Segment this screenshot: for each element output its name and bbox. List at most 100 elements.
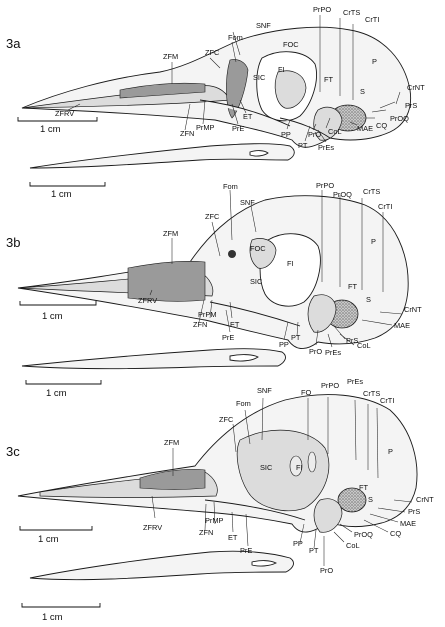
panel-3a: 3a bbox=[6, 5, 425, 200]
panel-label-3b: 3b bbox=[6, 235, 20, 250]
scale-label-skull-3a: 1 cm bbox=[40, 124, 61, 135]
label-3a-ZFN: ZFN bbox=[180, 129, 194, 138]
panel-label-3a: 3a bbox=[6, 36, 21, 51]
label-3a-FT: FT bbox=[324, 75, 334, 84]
panel-label-3c: 3c bbox=[6, 444, 20, 459]
scale-bar-skull-3c: 1 cm bbox=[19, 526, 93, 545]
label-3c-CrTS: CrTS bbox=[363, 389, 380, 398]
label-3a-ZFRV: ZFRV bbox=[55, 109, 74, 118]
label-3c-PrE: PrE bbox=[240, 546, 252, 555]
label-3c-SIC: SIC bbox=[260, 463, 273, 472]
label-3a-MAE: MAE bbox=[357, 124, 373, 133]
skull-drawing-3a bbox=[21, 26, 412, 148]
label-3b-S: S bbox=[366, 295, 371, 304]
label-3a-Fom: Fom bbox=[228, 33, 243, 42]
label-3b-PrS: PrS bbox=[346, 336, 358, 345]
mandible-drawing-3a bbox=[29, 143, 295, 169]
label-3b-SIC: SIC bbox=[250, 277, 263, 286]
label-3b-PP: PP bbox=[279, 340, 289, 349]
mandible-drawing-3c bbox=[29, 550, 294, 581]
label-3b-CrTS: CrTS bbox=[363, 187, 380, 196]
label-3a-CQ: CQ bbox=[376, 121, 387, 130]
label-3b-SNF: SNF bbox=[240, 198, 255, 207]
leader-lines-3c bbox=[151, 397, 413, 566]
label-3a-PP: PP bbox=[281, 130, 291, 139]
label-3b-PrO: PrO bbox=[309, 347, 322, 356]
label-3b-ET: ET bbox=[230, 320, 240, 329]
label-3c-MAE: MAE bbox=[400, 519, 416, 528]
label-3c-ZFC: ZFC bbox=[219, 415, 234, 424]
label-3a-CrTS: CrTS bbox=[343, 8, 360, 17]
mandible-drawing-3b bbox=[21, 348, 286, 370]
label-3b-MAE: MAE bbox=[394, 321, 410, 330]
label-3b-Fom: Fom bbox=[223, 182, 238, 191]
scale-label-mandible-3b: 1 cm bbox=[46, 388, 67, 399]
label-3a-ZFC: ZFC bbox=[205, 48, 220, 57]
leader-lines-3a bbox=[67, 15, 401, 143]
label-3b-FOC: FOC bbox=[250, 244, 266, 253]
labels-3b: Fom PrPO PrOQ CrTS CrTI SNF ZFC ZFM FOC … bbox=[138, 181, 422, 357]
label-3c-FO: FO bbox=[301, 388, 312, 397]
label-3c-PrEs: PrEs bbox=[347, 377, 363, 386]
label-3c-FT: FT bbox=[359, 483, 369, 492]
label-3a-FOC: FOC bbox=[283, 40, 299, 49]
label-3a-ZFM: ZFM bbox=[163, 52, 178, 61]
scale-label-skull-3b: 1 cm bbox=[42, 311, 63, 322]
skull-drawing-3b bbox=[17, 195, 409, 349]
label-3a-CoL: CoL bbox=[328, 127, 342, 136]
skull-drawing-3c bbox=[17, 394, 418, 533]
label-3c-PrO: PrO bbox=[320, 566, 333, 575]
label-3b-PrEs: PrEs bbox=[325, 348, 341, 357]
label-3a-P: P bbox=[372, 57, 377, 66]
label-3b-ZFN: ZFN bbox=[193, 320, 207, 329]
label-3a-PrEs: PrEs bbox=[318, 143, 334, 152]
scale-bar-mandible-3a: 1 cm bbox=[29, 182, 106, 200]
scale-bar-mandible-3c: 1 cm bbox=[21, 603, 101, 623]
label-3a-ET: ET bbox=[243, 112, 253, 121]
label-3a-S: S bbox=[360, 87, 365, 96]
label-3c-PT: PT bbox=[309, 546, 319, 555]
label-3b-PT: PT bbox=[291, 333, 301, 342]
label-3a-PrMP: PrMP bbox=[196, 123, 215, 132]
label-3c-ZFN: ZFN bbox=[199, 528, 213, 537]
label-3c-S: S bbox=[368, 495, 373, 504]
label-3b-ZFRV: ZFRV bbox=[138, 296, 157, 305]
label-3c-CoL: CoL bbox=[346, 541, 360, 550]
label-3b-ZFC: ZFC bbox=[205, 212, 220, 221]
label-3a-SIC: SIC bbox=[253, 73, 266, 82]
label-3c-ZFRV: ZFRV bbox=[143, 523, 162, 532]
label-3a-PrS: PrS bbox=[405, 101, 417, 110]
label-3a-PrE: PrE bbox=[232, 124, 244, 133]
label-3c-PrOQ: PrOQ bbox=[354, 530, 373, 539]
label-3b-CrNT: CrNT bbox=[404, 305, 422, 314]
leader-lines-3b bbox=[149, 189, 403, 348]
scale-bar-skull-3b: 1 cm bbox=[19, 301, 97, 322]
label-3a-PT: PT bbox=[298, 141, 308, 150]
label-3c-CrTI: CrTI bbox=[380, 396, 394, 405]
labels-3c: FO PrPO PrEs CrTS CrTI SNF Fom ZFC ZFM S… bbox=[143, 377, 434, 575]
label-3c-ZFM: ZFM bbox=[164, 438, 179, 447]
label-3c-ET: ET bbox=[228, 533, 238, 542]
label-3b-PrPO: PrPO bbox=[316, 181, 334, 190]
label-3c-CQ: CQ bbox=[390, 529, 401, 538]
panel-3b: 3b bbox=[6, 181, 422, 399]
label-3b-FT: FT bbox=[348, 282, 358, 291]
label-3a-CrTI: CrTI bbox=[365, 15, 379, 24]
scale-label-mandible-3c: 1 cm bbox=[42, 612, 63, 623]
label-3b-FI: FI bbox=[287, 259, 294, 268]
label-3c-PrS: PrS bbox=[408, 507, 420, 516]
label-3c-FI: FI bbox=[296, 463, 303, 472]
label-3b-CrTI: CrTI bbox=[378, 202, 392, 211]
label-3a-PrPO: PrPO bbox=[313, 5, 331, 14]
scale-label-mandible-3a: 1 cm bbox=[51, 189, 72, 200]
label-3a-PrOQ: PrOQ bbox=[390, 114, 409, 123]
label-3b-PrOQ: PrOQ bbox=[333, 190, 352, 199]
label-3b-ZFM: ZFM bbox=[163, 229, 178, 238]
label-3a-PrO: PrO bbox=[308, 130, 321, 139]
label-3c-SNF: SNF bbox=[257, 386, 272, 395]
label-3b-CoL: CoL bbox=[357, 341, 371, 350]
label-3c-P: P bbox=[388, 447, 393, 456]
scale-label-skull-3c: 1 cm bbox=[38, 534, 59, 545]
label-3b-P: P bbox=[371, 237, 376, 246]
